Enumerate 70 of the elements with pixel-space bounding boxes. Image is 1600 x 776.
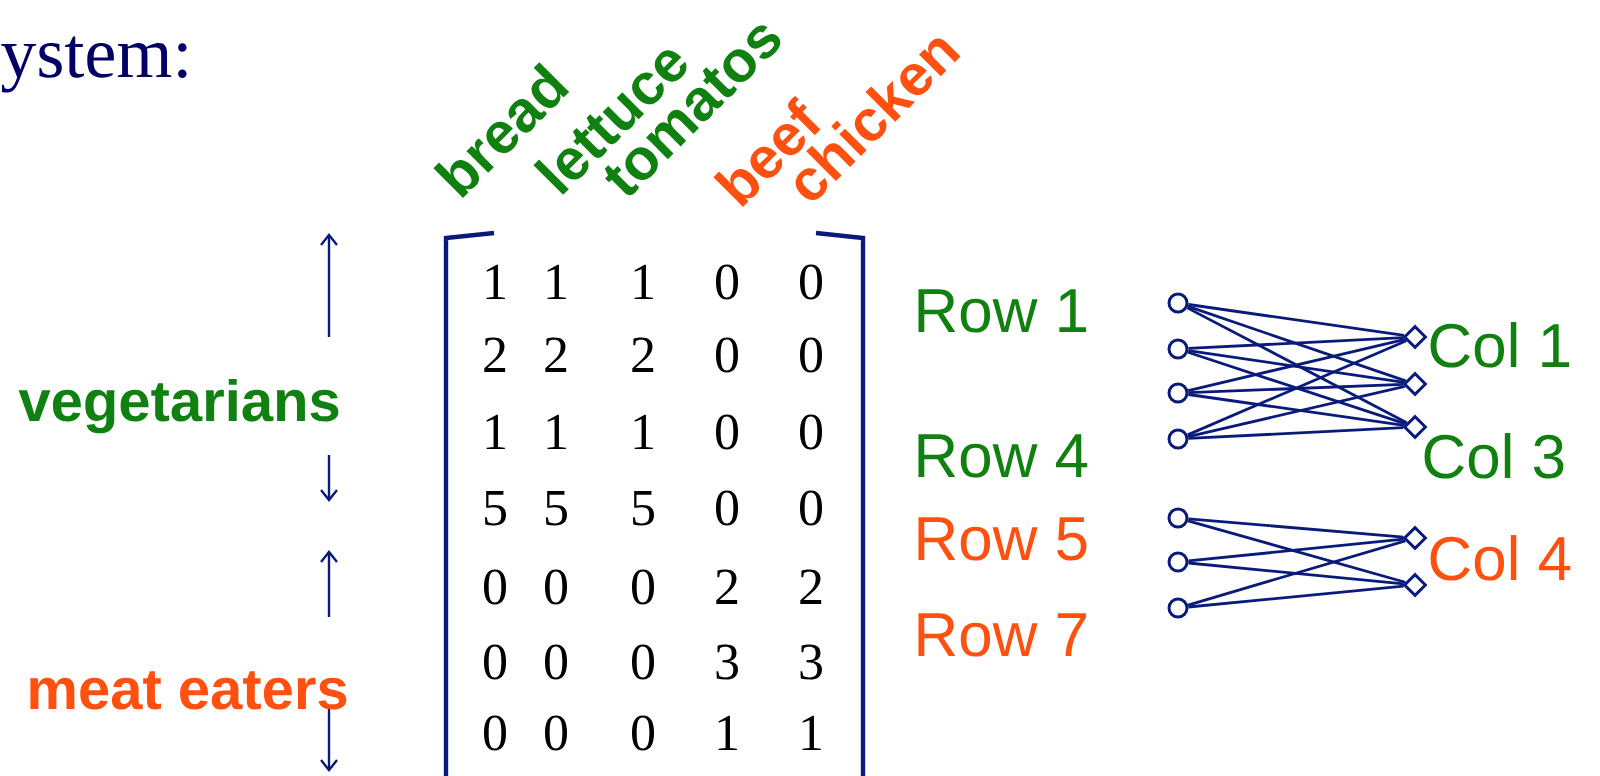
- matrix-entry: 1: [547, 414, 566, 449]
- matrix-entry: 3: [800, 644, 822, 680]
- matrix-entry: 0: [484, 644, 507, 680]
- matrix-entry: 0: [484, 569, 507, 605]
- row-vertex: [1167, 507, 1189, 529]
- matrix-entry: 0: [632, 644, 655, 680]
- matrix-entry: 2: [716, 569, 738, 604]
- row-label: Row 5: [918, 517, 1087, 561]
- matrix-entry: 0: [716, 490, 739, 526]
- column-label: Col 3: [1424, 433, 1564, 479]
- graph-edge: [1188, 584, 1404, 609]
- matrix-entry: 0: [484, 715, 507, 751]
- column-label: Col 1: [1430, 322, 1570, 368]
- graph-edge: [1187, 519, 1406, 584]
- matrix-entry: 1: [634, 414, 653, 449]
- matrix-entry: 0: [716, 264, 739, 300]
- row-vertex: [1167, 428, 1189, 450]
- matrix-entry: 2: [545, 337, 567, 372]
- graph-edge: [1188, 336, 1404, 350]
- graph-edge: [1188, 349, 1405, 384]
- column-label: Col 4: [1430, 535, 1571, 581]
- matrix-entry: 0: [716, 337, 739, 373]
- matrix-entry: 5: [485, 490, 506, 526]
- matrix-entry: 5: [633, 490, 654, 526]
- graph-edge: [1188, 517, 1404, 539]
- graph-edge: [1187, 338, 1406, 392]
- graph-edge: [1188, 537, 1404, 563]
- heading-text: ystem:: [1, 36, 187, 93]
- graph-edge: [1187, 385, 1406, 438]
- row-label: Row 7: [918, 613, 1086, 657]
- matrix-entry: 0: [800, 490, 823, 526]
- matrix-entry: 2: [632, 337, 654, 372]
- graph-edge: [1188, 303, 1405, 337]
- graph-edge: [1186, 306, 1408, 424]
- matrix-entry: 3: [716, 644, 738, 680]
- matrix-entry: 1: [802, 715, 821, 750]
- row-vertex: [1167, 338, 1189, 360]
- row-vertex: [1167, 382, 1189, 404]
- matrix-entry: 0: [800, 414, 823, 450]
- matrix-entry: 1: [718, 715, 737, 750]
- row-label: Row 1: [918, 289, 1087, 333]
- matrix-entry: 0: [545, 644, 568, 680]
- matrix-entry: 0: [632, 569, 655, 605]
- matrix-entry: 2: [484, 337, 506, 372]
- matrix-entry: 0: [800, 264, 823, 300]
- group-label: meat eaters: [30, 671, 347, 710]
- graph-edge: [1187, 350, 1407, 426]
- matrix-entry: 0: [632, 715, 655, 751]
- graph-edge: [1188, 393, 1405, 427]
- matrix-entry: 0: [716, 414, 739, 450]
- graph-edge: [1188, 561, 1404, 586]
- graph-edge: [1187, 539, 1406, 607]
- matrix-entry: 0: [545, 715, 568, 751]
- graph-edge: [1188, 426, 1404, 440]
- matrix-entry: 5: [546, 490, 567, 526]
- row-vertex: [1167, 292, 1189, 314]
- matrix-entry: 1: [634, 264, 653, 299]
- graph-edge: [1187, 305, 1407, 383]
- matrix-entry: 0: [800, 337, 823, 373]
- group-label: vegetarians: [18, 378, 339, 434]
- matrix-entry: 1: [547, 264, 566, 299]
- row-vertex: [1167, 597, 1189, 619]
- graph-edge: [1188, 383, 1404, 394]
- row-label: Row 4: [918, 434, 1088, 478]
- matrix-entry: 2: [800, 569, 822, 604]
- matrix-entry: 1: [486, 414, 505, 449]
- matrix-entry: 1: [486, 264, 505, 299]
- graph-edge: [1187, 339, 1407, 437]
- row-vertex: [1167, 551, 1189, 573]
- matrix-entry: 0: [545, 569, 568, 605]
